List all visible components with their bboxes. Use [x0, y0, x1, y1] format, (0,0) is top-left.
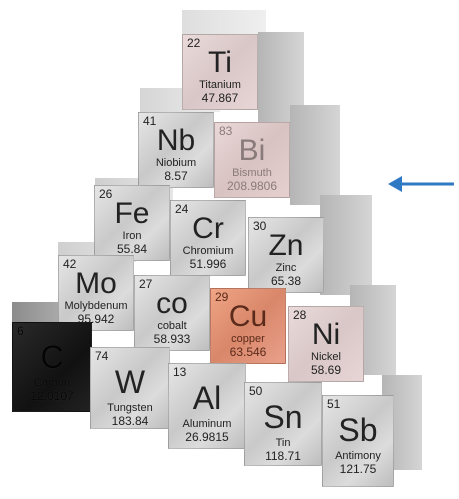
cube-name: Carbon	[33, 377, 71, 389]
cube-side-shading	[290, 105, 340, 205]
cube-name: Nickel	[311, 351, 341, 363]
cube-mass: 65.38	[270, 274, 302, 288]
cube-name: copper	[231, 333, 265, 345]
cube-number: 22	[187, 36, 201, 50]
cube-number: 28	[293, 308, 307, 322]
cube-symbol: Nb	[156, 124, 196, 157]
cube-mass: 47.867	[201, 91, 239, 105]
cube-number: 41	[143, 114, 157, 128]
cube-mass: 55.84	[116, 242, 148, 256]
cube-name: cobalt	[157, 320, 187, 332]
cube-symbol: Bi	[238, 134, 266, 167]
cube-symbol: Fe	[114, 197, 150, 230]
cube-mass: 12.0107	[30, 389, 74, 403]
cube-symbol: Zn	[268, 229, 304, 262]
cube-number: 50	[249, 384, 263, 398]
cube-name: Bismuth	[232, 167, 272, 179]
cube-mass: 58.933	[153, 332, 191, 346]
cube-symbol: Mo	[75, 267, 117, 300]
cube-symbol: Cu	[228, 300, 268, 333]
cube-number: 27	[139, 277, 153, 291]
cube-name: Zinc	[275, 262, 297, 274]
cube-symbol: Ti	[208, 46, 232, 79]
cube-number: 74	[95, 349, 109, 363]
cube-mass: 51.996	[189, 257, 227, 271]
cube-mass: 118.71	[265, 449, 301, 463]
cube-side-shading	[320, 195, 372, 295]
cube-symbol: W	[114, 364, 146, 400]
cube-name: Niobium	[155, 157, 197, 169]
cube-number: 13	[173, 365, 187, 379]
cube-number: 26	[99, 187, 113, 201]
cube-mass: 8.57	[164, 169, 188, 183]
cube-mass: 208.9806	[226, 179, 278, 193]
cube-name: Chromium	[182, 245, 234, 257]
cube-symbol: Sb	[338, 412, 378, 448]
cube-name: Molybdenum	[64, 300, 128, 312]
cube-number: 30	[253, 219, 267, 233]
cube-number: 29	[215, 290, 229, 304]
cube-symbol: Sn	[263, 399, 303, 435]
cube-name: Titanium	[199, 79, 241, 91]
cube-mass: 63.546	[229, 345, 267, 359]
cube-name: Tungsten	[107, 402, 153, 414]
cube-number: 6	[17, 324, 24, 338]
cube-symbol: Ni	[311, 318, 341, 351]
cube-number: 51	[327, 397, 341, 411]
cube-mass: 26.9815	[185, 430, 229, 444]
cube-name: Antimony	[335, 450, 381, 462]
cube-name: Tin	[275, 437, 291, 449]
cube-symbol: C	[40, 339, 64, 375]
cube-symbol: co	[156, 287, 188, 320]
cube-symbol: Cr	[192, 212, 224, 245]
cube-mass: 183.84	[111, 414, 149, 428]
cube-number: 83	[219, 124, 233, 138]
cube-mass: 121.75	[339, 462, 377, 476]
cube-name: Iron	[122, 230, 142, 242]
arrow-left-icon	[388, 176, 454, 192]
cube-name: Aluminum	[182, 418, 232, 430]
cube-symbol: Al	[192, 380, 222, 416]
cube-mass: 58.69	[310, 363, 342, 377]
cube-number: 42	[63, 257, 77, 271]
cube-number: 24	[175, 202, 189, 216]
